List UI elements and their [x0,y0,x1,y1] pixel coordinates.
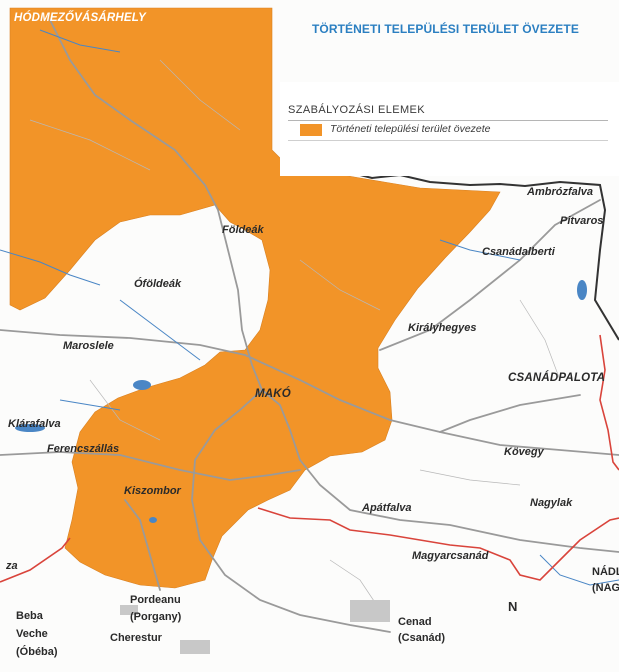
place-csanad: (Csanád) [398,632,446,644]
place-nagylak: Nagylak [530,497,573,509]
legend-divider-bottom [288,140,608,141]
place-porgany: (Porgany) [130,611,182,623]
lakes [15,280,587,523]
place-foldeak: Földeák [222,224,264,236]
place-za: za [6,560,18,572]
place-ambrozfalva: Ambrózfalva [527,186,594,198]
place-apatfalva: Apátfalva [362,502,412,514]
legend-divider [288,120,608,121]
place-cherestur: Cherestur [110,632,162,644]
place-magyarcsanad: Magyarcsanád [412,550,489,562]
place-csanadalberti: Csanádalberti [482,246,555,258]
place-csanadpalota: CSANÁDPALOTA [508,372,606,384]
legend-item-label: Történeti települési terület övezete [330,123,491,135]
road-marker-n: N [508,599,518,614]
minor-roads [29,59,561,611]
town-blocks [120,600,390,654]
place-cenad: Cenad [398,616,432,628]
roads [0,19,619,633]
state-border-south [257,507,619,581]
place-veche: Veche [16,628,48,640]
state-border-east [599,334,619,471]
legend-swatch [300,124,322,136]
place-kiralyhegyes: Királyhegyes [408,322,477,334]
place-kovegy: Kövegy [504,446,544,458]
place-nag: (NAG [592,582,619,594]
legend-heading: SZABÁLYOZÁSI ELEMEK [288,104,425,116]
county-boundary [339,169,619,341]
map-title: TÖRTÉNETI TELEPÜLÉSI TERÜLET ÖVEZETE [312,22,579,36]
place-kiszombor: Kiszombor [124,485,181,497]
legend-panel: SZABÁLYOZÁSI ELEMEK Történeti települési… [280,82,619,176]
place-klarafalva: Klárafalva [8,418,61,430]
historic-zone-area [9,7,501,589]
place-ferencszallas: Ferencszállás [47,443,120,455]
waterways [0,29,619,586]
place-pordeanu: Pordeanu [130,594,181,606]
place-hodmezovasarhely: HÓDMEZŐVÁSÁRHELY [14,12,147,24]
place-mako: MAKÓ [255,388,291,400]
place-obeba: (Óbéba) [16,646,58,658]
place-nadl: NÁDL [592,566,619,578]
state-border [0,537,71,583]
place-beba: Beba [16,610,43,622]
place-ofoldeak: Óföldeák [134,278,182,290]
place-pitvaros: Pitvaros [560,215,604,227]
place-maroslele: Maroslele [63,340,114,352]
